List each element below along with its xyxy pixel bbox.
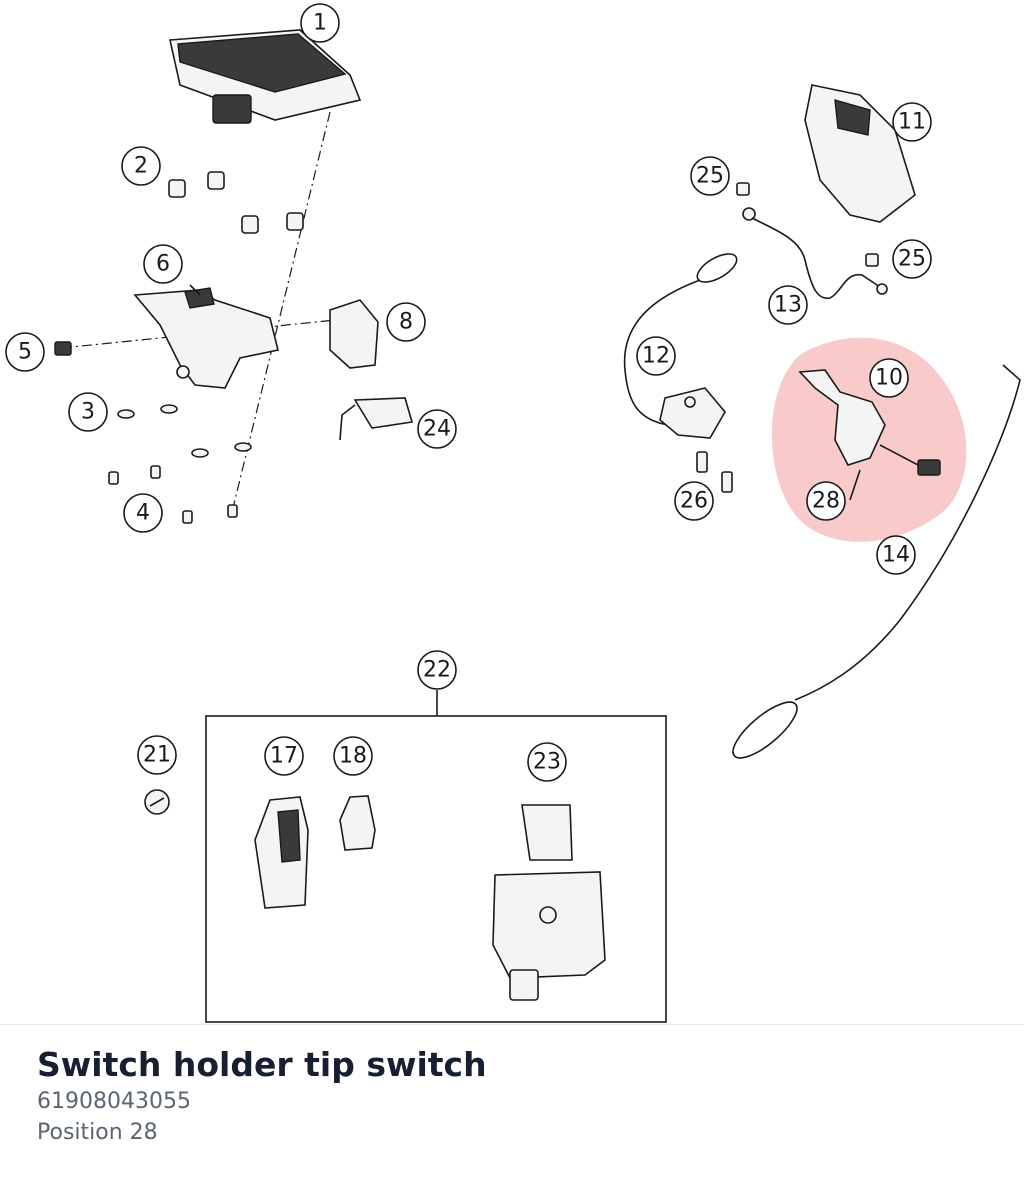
part-screws-25[interactable]: [736, 182, 879, 267]
callout-23[interactable]: 23: [527, 742, 567, 782]
callout-label: 12: [642, 344, 670, 369]
callout-label: 22: [423, 658, 451, 683]
callout-28[interactable]: 28: [806, 481, 846, 521]
callout-label: 25: [898, 247, 926, 272]
callout-5[interactable]: 5: [5, 332, 45, 372]
callout-label: 3: [81, 400, 95, 425]
part-long-cable[interactable]: [725, 364, 1021, 766]
part-key[interactable]: [339, 795, 376, 851]
part-screws-26[interactable]: [696, 451, 733, 493]
part-number: 61908043055: [37, 1089, 191, 1114]
part-clamp[interactable]: [329, 299, 379, 369]
part-display-unit[interactable]: [169, 29, 362, 124]
diagram-canvas: 1 2 3 4 5 6 8 10 11 12 13 14 17 18 21 22…: [5, 3, 1021, 1023]
callout-label: 26: [680, 489, 708, 514]
callout-4[interactable]: 4: [123, 493, 163, 533]
callout-25-right[interactable]: 25: [892, 239, 932, 279]
callout-13[interactable]: 13: [768, 285, 808, 325]
callout-label: 2: [134, 154, 148, 179]
callout-25-top[interactable]: 25: [690, 156, 730, 196]
callout-17[interactable]: 17: [264, 736, 304, 776]
callout-label: 6: [156, 252, 170, 277]
callout-14[interactable]: 14: [876, 535, 916, 575]
part-switch-holder[interactable]: [798, 369, 941, 476]
part-release-cable[interactable]: [623, 248, 741, 439]
callout-label: 18: [339, 744, 367, 769]
callout-label: 17: [270, 744, 298, 769]
part-lock-housing[interactable]: [804, 84, 916, 223]
exploded-parts-diagram: 1 2 3 4 5 6 8 10 11 12 13 14 17 18 21 22…: [5, 3, 1021, 1023]
part-connector[interactable]: [339, 397, 414, 441]
callout-24[interactable]: 24: [417, 409, 457, 449]
part-washers[interactable]: [117, 404, 252, 458]
callout-6[interactable]: 6: [143, 244, 183, 284]
callout-26[interactable]: 26: [674, 481, 714, 521]
callout-label: 1: [313, 11, 327, 36]
callout-8[interactable]: 8: [386, 302, 426, 342]
callout-label: 28: [812, 489, 840, 514]
callout-label: 13: [774, 293, 802, 318]
part-ground-cable[interactable]: [742, 207, 888, 299]
callout-label: 4: [136, 501, 150, 526]
callout-22[interactable]: 22: [417, 650, 457, 690]
callout-label: 5: [18, 340, 32, 365]
kit-box-22: [205, 690, 667, 1023]
callout-11[interactable]: 11: [892, 102, 932, 142]
part-key-fob[interactable]: [254, 796, 309, 909]
part-bracket[interactable]: [133, 287, 279, 389]
callout-1[interactable]: 1: [300, 3, 340, 43]
callout-18[interactable]: 18: [333, 736, 373, 776]
callout-label: 23: [533, 750, 561, 775]
callout-label: 8: [399, 310, 413, 335]
callout-label: 14: [882, 543, 910, 568]
callout-12[interactable]: 12: [636, 336, 676, 376]
callout-2[interactable]: 2: [121, 146, 161, 186]
position-label: Position 28: [37, 1120, 158, 1145]
callout-21[interactable]: 21: [137, 735, 177, 775]
part-cap[interactable]: [144, 789, 170, 815]
callout-3[interactable]: 3: [68, 392, 108, 432]
part-actuator[interactable]: [492, 804, 606, 1001]
callout-10[interactable]: 10: [869, 358, 909, 398]
part-screw-5[interactable]: [54, 341, 72, 356]
leader-lines: [189, 284, 861, 501]
callout-label: 21: [143, 743, 171, 768]
callout-label: 25: [696, 164, 724, 189]
callout-label: 24: [423, 417, 451, 442]
part-title: Switch holder tip switch: [37, 1045, 487, 1084]
part-info-panel: Switch holder tip switch 61908043055 Pos…: [0, 1024, 1024, 1178]
callout-label: 11: [898, 110, 926, 135]
callout-label: 10: [875, 366, 903, 391]
part-dampers[interactable]: [168, 171, 304, 234]
part-screws-4[interactable]: [108, 465, 238, 524]
